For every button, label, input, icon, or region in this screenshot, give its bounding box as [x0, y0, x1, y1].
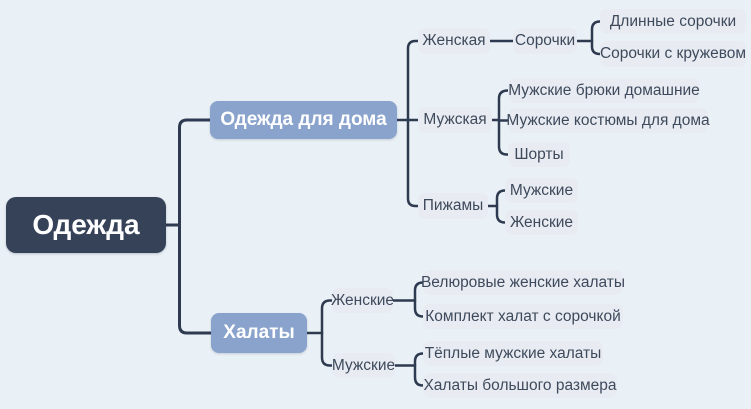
node-muzhskaya[interactable]: Мужская	[418, 107, 492, 133]
node-dlinnye-sorochki[interactable]: Длинные сорочки	[600, 9, 746, 34]
node-pizhamy-muzhskie[interactable]: Мужские	[505, 178, 578, 203]
node-muzhskie-bryuki-domashnie[interactable]: Мужские брюки домашние	[508, 78, 700, 103]
connector-pizhamy-branches	[495, 189, 507, 224]
node-velyurovye-halaty[interactable]: Велюровые женские халаты	[421, 270, 625, 295]
connector-halaty-muzhskie-branches	[413, 352, 425, 387]
connector-halaty-zhenskie-branches	[413, 281, 425, 318]
connector-muzhskaya-branches	[497, 89, 510, 156]
connector-sorochki-branches	[590, 20, 602, 56]
node-teplye-halaty[interactable]: Тёплые мужские халаты	[423, 341, 603, 366]
connector-halaty-branches	[320, 299, 334, 367]
connector-root-branches	[178, 118, 213, 335]
node-halaty-muzhskie[interactable]: Мужские	[332, 353, 395, 378]
node-odezhda-dlya-doma[interactable]: Одежда для дома	[210, 101, 397, 139]
node-sorochki-s-kruzhevom[interactable]: Сорочки с кружевом	[600, 41, 746, 67]
node-pizhamy[interactable]: Пижамы	[418, 193, 488, 219]
node-zhenskaya[interactable]: Женская	[418, 28, 490, 54]
node-pizhamy-zhenskie[interactable]: Женские	[505, 210, 578, 235]
node-shorty[interactable]: Шорты	[508, 142, 570, 167]
connector-home-branches	[406, 39, 420, 208]
node-muzhskie-kostyumy-dlya-doma[interactable]: Мужские костюмы для дома	[506, 108, 710, 133]
node-halaty-zhenskie[interactable]: Женские	[331, 288, 394, 313]
node-komplekt-halat[interactable]: Комплект халат с сорочкой	[423, 304, 623, 329]
node-odezhda-root[interactable]: Одежда	[6, 197, 166, 253]
node-sorochki[interactable]: Сорочки	[513, 28, 577, 54]
node-halaty-bolshogo-razmera[interactable]: Халаты большого размера	[423, 373, 617, 398]
node-halaty[interactable]: Халаты	[211, 313, 307, 353]
